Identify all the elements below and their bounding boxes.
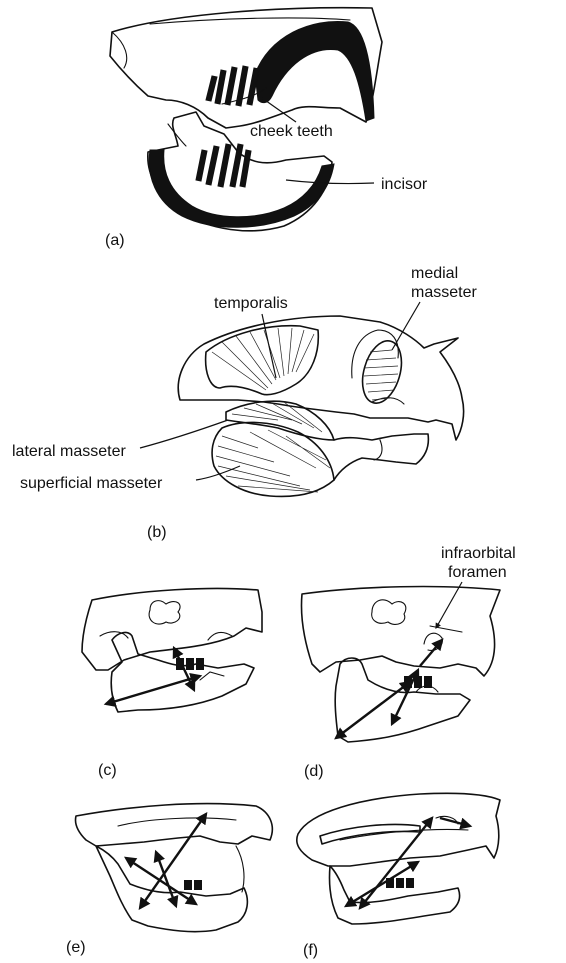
panel-e-label: (e) (66, 939, 86, 956)
arrow-c-1 (106, 676, 200, 704)
panel-d-label: (d) (304, 763, 324, 780)
infraorbital-label-1: infraorbital (441, 545, 516, 562)
superficial-masseter-muscle (212, 422, 334, 496)
lateral-masseter-muscle (226, 401, 334, 440)
skull-e (75, 804, 272, 846)
medial-masseter-label-1: medial (411, 265, 458, 282)
panel-b-label: (b) (147, 524, 167, 541)
lower-cheek-teeth (196, 144, 251, 187)
panel-f-label: (f) (303, 942, 318, 959)
panel-e: (e) (66, 804, 272, 956)
panel-a-label: (a) (105, 232, 125, 249)
panel-c: (c) (82, 588, 262, 779)
lower-jaw-f (329, 866, 459, 924)
cheek-teeth-c (176, 658, 204, 670)
cheek-teeth-d (404, 676, 432, 688)
lateral-masseter-label: lateral masseter (12, 443, 126, 460)
lower-jaw-c (111, 633, 254, 712)
superficial-masseter-label: superficial masseter (20, 475, 163, 492)
temporalis-label: temporalis (214, 295, 288, 312)
panel-b: temporalis medial masseter lateral masse… (12, 265, 477, 541)
lower-jaw-b (334, 434, 428, 480)
lower-incisor (149, 150, 334, 227)
infraorbital-label-2: foramen (448, 564, 507, 581)
cheek-teeth-label: cheek teeth (250, 123, 333, 140)
arrow-d-3 (420, 640, 442, 666)
cheek-teeth-f (386, 878, 414, 888)
skull-b (178, 316, 463, 440)
medial-masseter-label-2: masseter (411, 284, 477, 301)
panel-f: (f) (297, 793, 500, 959)
panel-c-label: (c) (98, 762, 117, 779)
medial-masseter-muscle (356, 336, 408, 407)
skull-c (82, 588, 262, 670)
skull-f (297, 793, 500, 866)
incisor-label: incisor (381, 176, 428, 193)
zygomatic-band-f (320, 824, 420, 844)
panel-a: cheek teeth incisor (a) (105, 8, 428, 249)
panel-d: infraorbital foramen (d) (301, 545, 515, 780)
skull-d (301, 587, 500, 676)
cheek-teeth-e (184, 880, 202, 890)
